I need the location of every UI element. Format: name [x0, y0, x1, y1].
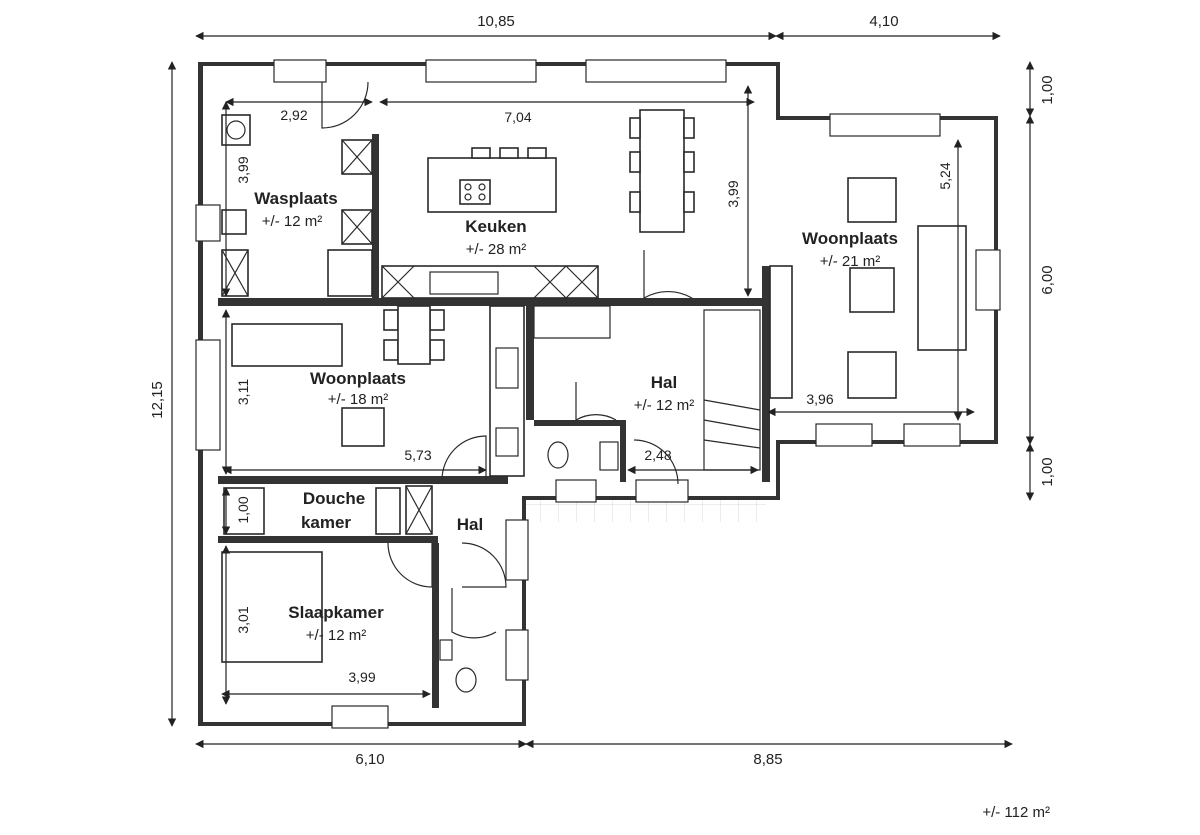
room-name-woonplaats-left: Woonplaats — [310, 369, 406, 388]
dim-keuken-depth: 3,99 — [725, 180, 741, 207]
total-area: +/- 112 m² — [982, 804, 1050, 821]
interior-walls — [218, 134, 770, 708]
room-name-slaapkamer: Slaapkamer — [288, 603, 384, 622]
furniture — [221, 109, 967, 693]
interior-dimension-lines — [221, 85, 975, 705]
dim-left: 12,15 — [149, 381, 166, 419]
dim-woonplaats-right-depth: 5,24 — [937, 162, 953, 189]
dim-woonplaats-left-depth: 3,11 — [235, 379, 251, 405]
room-name-douche-line2: kamer — [301, 513, 351, 532]
dim-wasplaats-width: 2,92 — [280, 107, 307, 123]
room-name-douche-line1: Douche — [303, 489, 365, 508]
dim-bottom-left: 6,10 — [355, 751, 384, 768]
windows — [195, 59, 1001, 729]
room-area-wasplaats: +/- 12 m² — [262, 213, 322, 230]
dim-woonplaats-right-width: 3,96 — [806, 391, 833, 407]
dim-top-right: 4,10 — [869, 13, 898, 30]
room-name-woonplaats-right: Woonplaats — [802, 229, 898, 248]
room-area-keuken: +/- 28 m² — [466, 241, 526, 258]
dim-top-left: 10,85 — [477, 13, 515, 30]
dim-hal-width: 2,48 — [644, 447, 671, 463]
dim-bottom-right: 8,85 — [753, 751, 782, 768]
room-area-hal: +/- 12 m² — [634, 397, 694, 414]
dim-wasplaats-depth: 3,99 — [235, 156, 251, 183]
dim-right-middle: 6,00 — [1039, 265, 1056, 294]
dim-slaapkamer-width: 3,99 — [348, 669, 375, 685]
room-name-keuken: Keuken — [465, 217, 526, 236]
dim-woonplaats-left-width: 5,73 — [404, 447, 431, 463]
room-area-woonplaats-right: +/- 21 m² — [820, 253, 880, 270]
dim-right-top: 1,00 — [1039, 75, 1056, 104]
room-name-hal-small: Hal — [457, 515, 483, 534]
room-area-slaapkamer: +/- 12 m² — [306, 627, 366, 644]
dim-keuken-width: 7,04 — [504, 109, 531, 125]
room-name-hal: Hal — [651, 373, 677, 392]
room-area-woonplaats-left: +/- 18 m² — [328, 391, 388, 408]
dim-douche-depth: 1,00 — [235, 496, 251, 523]
dim-right-bottom: 1,00 — [1039, 457, 1056, 486]
room-name-wasplaats: Wasplaats — [254, 189, 337, 208]
exterior-dimension-lines — [167, 31, 1035, 749]
dim-slaapkamer-depth: 3,01 — [235, 606, 251, 633]
